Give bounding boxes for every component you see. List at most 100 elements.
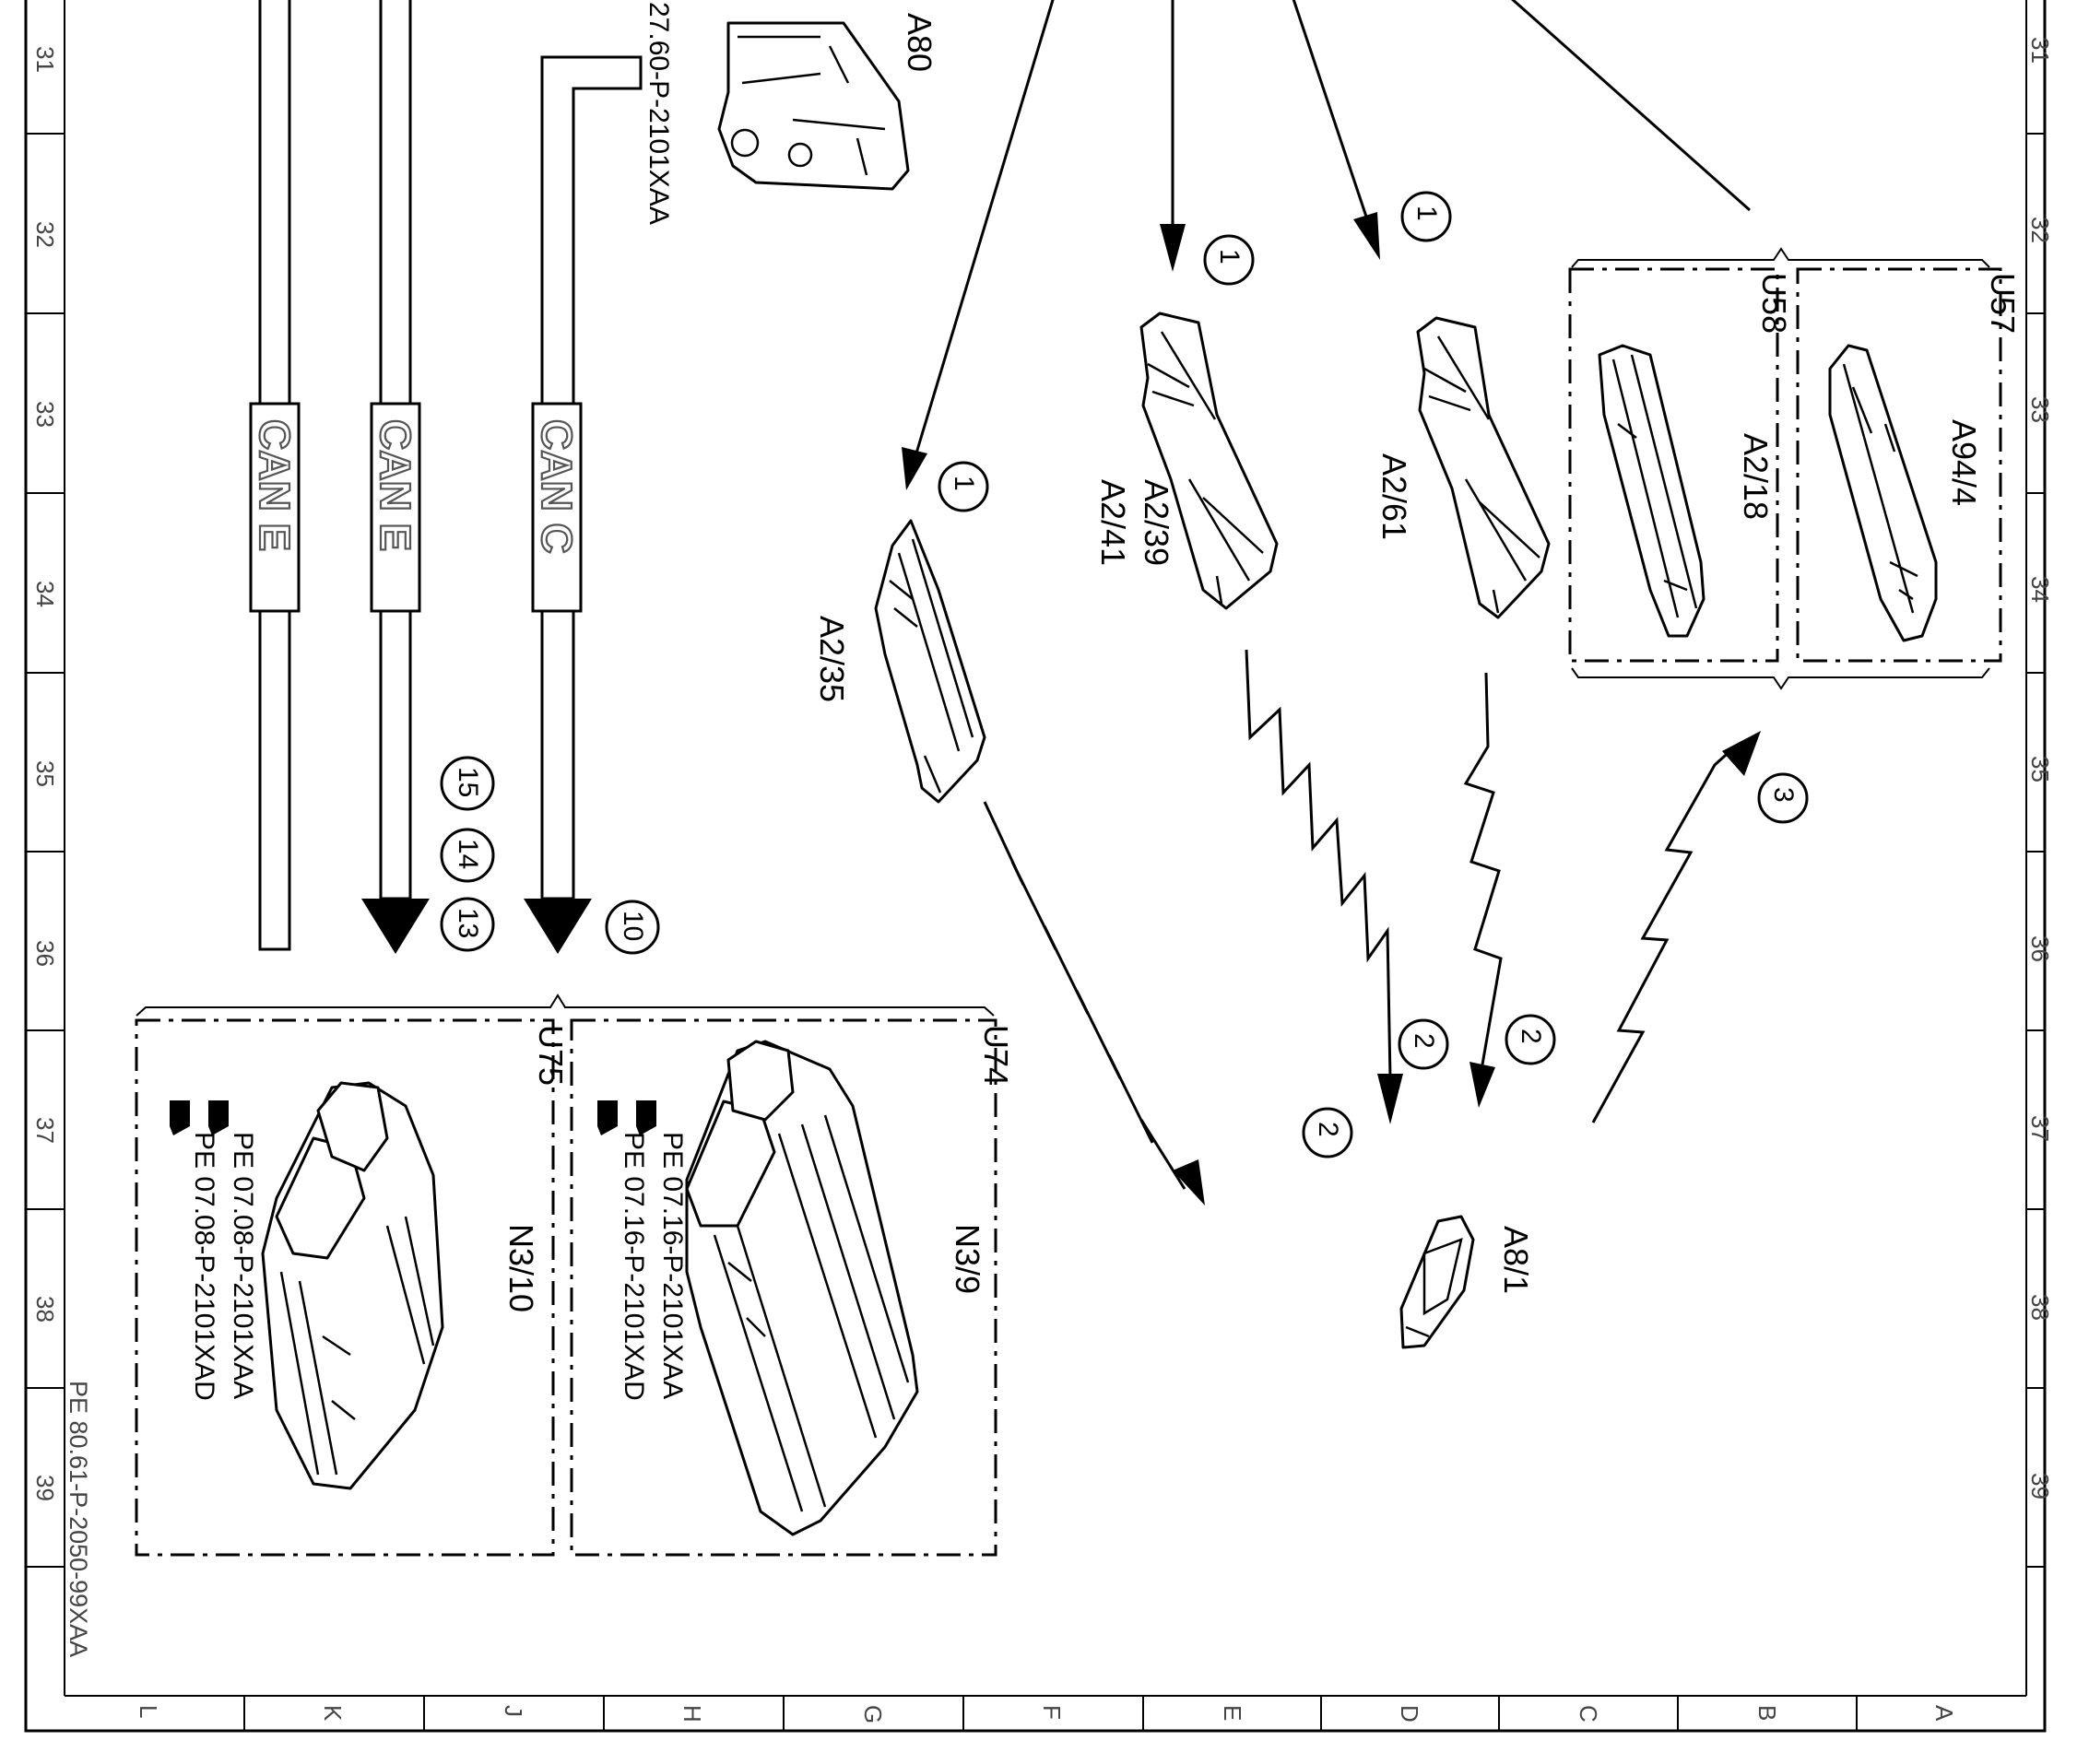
can-bus-e-2: CAN E (361, 0, 430, 954)
module-a2-35: A2/35 (813, 519, 986, 804)
n3-10-label: N3/10 (502, 1224, 540, 1312)
group-u57-u58: U58 A2/18 U57 A94/4 (1568, 247, 2022, 690)
svg-text:1: 1 (1214, 249, 1245, 265)
row-number: 35 (2026, 756, 2054, 782)
radio-links (983, 649, 1761, 1205)
hand-pointer-icon (597, 1100, 618, 1135)
column-letter: A (1930, 1705, 1958, 1722)
a2-41-label: A2/41 (1094, 479, 1132, 566)
u74-group-label: U74 (977, 1025, 1015, 1086)
callout-2: 2 (1302, 1107, 1353, 1158)
row-number: 36 (2026, 935, 2054, 962)
signal-arrows (902, 0, 1751, 490)
a80-label: A80 (901, 13, 938, 72)
module-a94-4: U57 A94/4 (1828, 273, 2022, 642)
a80-ref: 27.60-P-2101XAA (643, 2, 674, 225)
module-a2-18: U58 A2/18 (1598, 273, 1793, 638)
callout-1: 1 (1400, 191, 1452, 242)
row-number: 31 (2026, 37, 2054, 64)
svg-text:10: 10 (618, 911, 648, 941)
column-letter: B (1753, 1705, 1781, 1721)
column-letter: C (1575, 1705, 1602, 1723)
svg-text:15: 15 (453, 767, 483, 797)
column-letter: G (859, 1705, 887, 1723)
callout-15: 15 (440, 756, 495, 811)
n3-9-ref-2: PE 07.16-P-2101XAD (619, 1132, 649, 1401)
callouts: 1 1 1 2 2 2 3 10 13 14 15 (440, 191, 1809, 1158)
row-number: 39 (2026, 1473, 2054, 1499)
callout-1: 1 (1203, 234, 1255, 286)
a2-61-label: A2/61 (1375, 453, 1413, 540)
a94-4-label: A94/4 (1945, 419, 1983, 506)
a2-18-label: A2/18 (1737, 433, 1775, 520)
row-number: 34 (2026, 576, 2054, 603)
row-numbers-left: 31 32 33 34 35 36 37 38 39 (31, 46, 59, 1501)
svg-text:13: 13 (453, 908, 483, 938)
callout-13: 13 (440, 897, 495, 952)
u58-group-label: U58 (1755, 273, 1793, 334)
bus-arrow (524, 899, 592, 954)
svg-text:1: 1 (1411, 206, 1442, 221)
row-number: 33 (2026, 396, 2054, 423)
row-number: 33 (31, 401, 59, 428)
row-number: 38 (31, 1296, 59, 1323)
column-letter: H (679, 1705, 706, 1723)
row-number: 32 (31, 221, 59, 248)
module-a2-39: A2/39 A2/41 (1094, 312, 1279, 610)
callout-2: 2 (1398, 1018, 1449, 1070)
column-letter: K (319, 1705, 347, 1722)
row-number: 36 (31, 940, 59, 967)
u57-group-label: U57 (1984, 273, 2022, 334)
hand-pointer-icon (636, 1100, 656, 1135)
row-number: 32 (2026, 217, 2054, 243)
row-numbers-right: 31 32 33 34 35 36 37 38 39 (2026, 37, 2054, 1499)
row-number: 39 (31, 1475, 59, 1501)
svg-text:1: 1 (949, 476, 979, 491)
module-a80: A80 27.60-P-2101XAA (643, 2, 938, 225)
module-a8-1: A8/1 (1399, 1215, 1535, 1349)
row-number: 35 (31, 760, 59, 787)
can-bus-e-1: CAN E (249, 0, 301, 951)
hand-pointer-icon (208, 1100, 229, 1135)
column-letter: F (1038, 1705, 1066, 1720)
group-u74-u75: U75 N3/10 PE 07.08-P-2101XAA PE 07.08-P-… (135, 994, 1015, 1557)
a2-35-label: A2/35 (813, 616, 851, 702)
callout-2: 2 (1505, 1014, 1556, 1065)
document-id: PE 80.61-P-2050-99XAA (65, 1381, 92, 1657)
svg-text:2: 2 (1409, 1033, 1439, 1049)
n3-10-ref-1: PE 07.08-P-2101XAA (228, 1132, 258, 1399)
n3-9-ref-1: PE 07.16-P-2101XAA (657, 1132, 688, 1399)
row-number: 37 (2026, 1115, 2054, 1142)
callout-10: 10 (605, 900, 660, 955)
column-letter: D (1396, 1705, 1423, 1723)
a2-39-label: A2/39 (1138, 479, 1175, 566)
u75-group-label: U75 (532, 1025, 570, 1086)
n3-10-ref-2: PE 07.08-P-2101XAD (189, 1132, 219, 1401)
column-letter: J (500, 1705, 527, 1717)
can-bus-label: CAN C (533, 419, 581, 554)
callout-3: 3 (1757, 772, 1809, 824)
svg-text:2: 2 (1516, 1029, 1546, 1044)
column-letter: E (1219, 1705, 1246, 1721)
n3-9-label: N3/9 (949, 1224, 986, 1294)
can-bus-c: CAN C (524, 55, 643, 954)
row-number: 37 (31, 1117, 59, 1144)
module-a2-61: A2/61 (1375, 316, 1551, 619)
hand-pointer-icon (170, 1100, 190, 1135)
callout-14: 14 (440, 828, 495, 883)
can-bus-label: CAN E (251, 419, 299, 551)
bus-arrow (361, 899, 430, 954)
svg-text:3: 3 (1768, 787, 1799, 803)
row-number: 31 (31, 46, 59, 73)
column-letters: L K J H G F E D C B A (135, 1705, 1958, 1723)
row-number: 38 (2026, 1294, 2054, 1321)
row-number: 34 (31, 581, 59, 607)
column-letter: L (135, 1705, 162, 1718)
svg-text:14: 14 (453, 839, 483, 869)
module-n3-9: U74 N3/9 PE 07.16-P-2101XAA PE 07.16-P-2… (597, 1025, 1015, 1536)
a8-1-label: A8/1 (1497, 1226, 1535, 1294)
can-bus-label: CAN E (372, 419, 419, 551)
svg-text:2: 2 (1313, 1122, 1343, 1137)
module-n3-10: U75 N3/10 PE 07.08-P-2101XAA PE 07.08-P-… (170, 1025, 570, 1490)
